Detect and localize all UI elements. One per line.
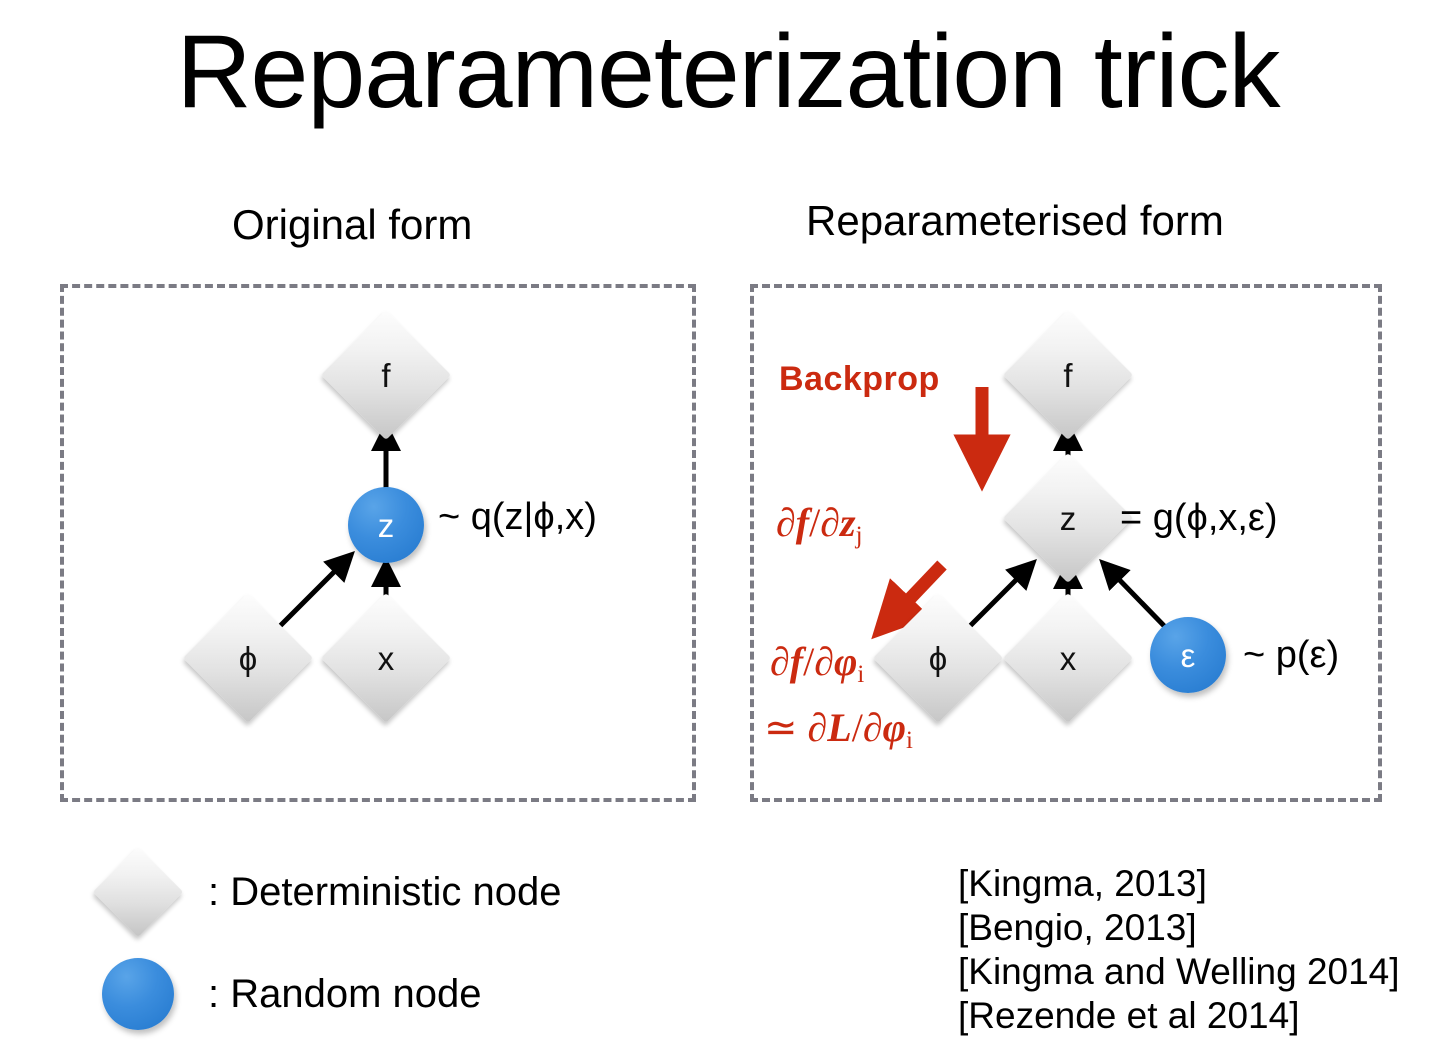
panel-reparameterised-form <box>750 284 1382 802</box>
panel-heading-original: Original form <box>232 201 473 248</box>
gradient-denominator: ∂φ <box>862 705 907 750</box>
gradient-subscript: i <box>857 660 865 688</box>
legend-label: : Random node <box>208 972 482 1016</box>
node-label: z <box>1059 499 1077 537</box>
legend-circle-swatch <box>96 952 180 1036</box>
node-label: ϕ <box>238 639 258 677</box>
gradient-subscript: j <box>855 521 863 549</box>
circle-shape <box>1150 617 1226 693</box>
circle-shape <box>348 487 424 563</box>
legend-diamond-swatch <box>92 846 184 938</box>
diamond-shape <box>92 846 184 938</box>
node-z-reparameterised[interactable]: z <box>1002 452 1134 584</box>
annotation-q-distribution: ~ q(z|ϕ,x) <box>438 496 597 538</box>
legend-item-random: : Random node <box>96 952 482 1036</box>
circle-shape <box>102 958 174 1030</box>
backprop-label: Backprop <box>779 360 940 398</box>
gradient-df-dphi: ∂f/∂φi <box>770 639 864 691</box>
panel-heading-reparameterised: Reparameterised form <box>806 197 1224 244</box>
node-epsilon-reparameterised[interactable]: ε <box>1150 617 1226 693</box>
citation-item: [Rezende et al 2014] <box>958 995 1300 1036</box>
citation-item: [Kingma and Welling 2014] <box>958 951 1400 992</box>
node-label: f <box>1063 356 1073 394</box>
gradient-slash: / <box>851 705 863 750</box>
gradient-slash: / <box>809 500 821 545</box>
node-z-original[interactable]: z <box>348 487 424 563</box>
panel-original-form <box>60 284 696 802</box>
node-x-reparameterised[interactable]: x <box>1002 592 1134 724</box>
node-label: x <box>1059 639 1077 677</box>
page-title: Reparameterization trick <box>176 14 1280 130</box>
node-f-original[interactable]: f <box>320 309 452 441</box>
citation-item: [Kingma, 2013] <box>958 863 1207 904</box>
citation-item: [Bengio, 2013] <box>958 907 1197 948</box>
node-label: ε <box>1180 636 1196 674</box>
annotation-g-definition: = g(ϕ,x,ε) <box>1120 497 1278 539</box>
gradient-numerator: ∂f <box>776 500 810 545</box>
node-label: x <box>377 639 395 677</box>
node-phi-reparameterised[interactable]: ϕ <box>872 592 1004 724</box>
gradient-numerator: ∂f <box>770 639 804 684</box>
gradient-df-dz: ∂f/∂zj <box>776 500 862 552</box>
annotation-p-epsilon: ~ p(ε) <box>1243 634 1340 676</box>
gradient-dL-dphi: ≃ ∂L/∂φi <box>764 705 913 757</box>
node-label: z <box>377 506 395 544</box>
citation-list: [Kingma, 2013] [Bengio, 2013] [Kingma an… <box>958 862 1400 1038</box>
legend-label: : Deterministic node <box>208 870 562 914</box>
node-phi-original[interactable]: ϕ <box>182 592 314 724</box>
legend-item-deterministic: : Deterministic node <box>92 846 562 938</box>
gradient-numerator: ∂L <box>807 705 852 750</box>
gradient-prefix: ≃ <box>764 705 808 750</box>
gradient-denominator: ∂φ <box>814 639 858 684</box>
gradient-denominator: ∂z <box>820 500 856 545</box>
gradient-subscript: i <box>906 726 913 754</box>
node-label: f <box>381 356 391 394</box>
node-x-original[interactable]: x <box>320 592 452 724</box>
node-label: ϕ <box>928 639 948 677</box>
gradient-slash: / <box>803 639 815 684</box>
node-f-reparameterised[interactable]: f <box>1002 309 1134 441</box>
